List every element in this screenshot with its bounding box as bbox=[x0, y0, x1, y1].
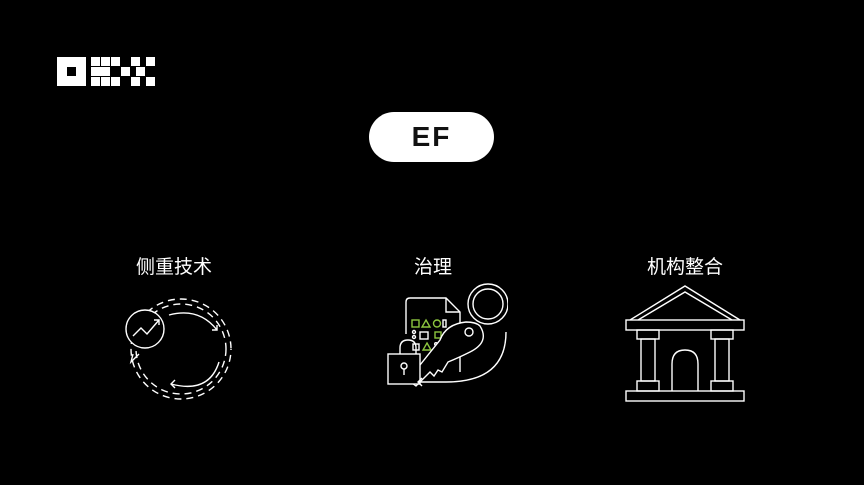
gear-chart-cycle-icon bbox=[125, 298, 232, 400]
feature-institutional-integration-label: 机构整合 bbox=[646, 256, 723, 278]
document-key-lock-icon bbox=[387, 283, 508, 387]
okx-logo-icon bbox=[57, 57, 155, 86]
ef-badge: EF bbox=[369, 112, 494, 162]
feature-technology-label: 侧重技术 bbox=[135, 256, 212, 278]
ef-badge-label: EF bbox=[411, 121, 452, 152]
institution-building-icon bbox=[625, 285, 745, 402]
feature-governance-label: 治理 bbox=[413, 256, 452, 278]
feature-governance: 治理 bbox=[333, 252, 533, 407]
feature-technology: 侧重技术 bbox=[74, 252, 274, 407]
feature-institutional-integration: 机构整合 bbox=[585, 252, 785, 407]
